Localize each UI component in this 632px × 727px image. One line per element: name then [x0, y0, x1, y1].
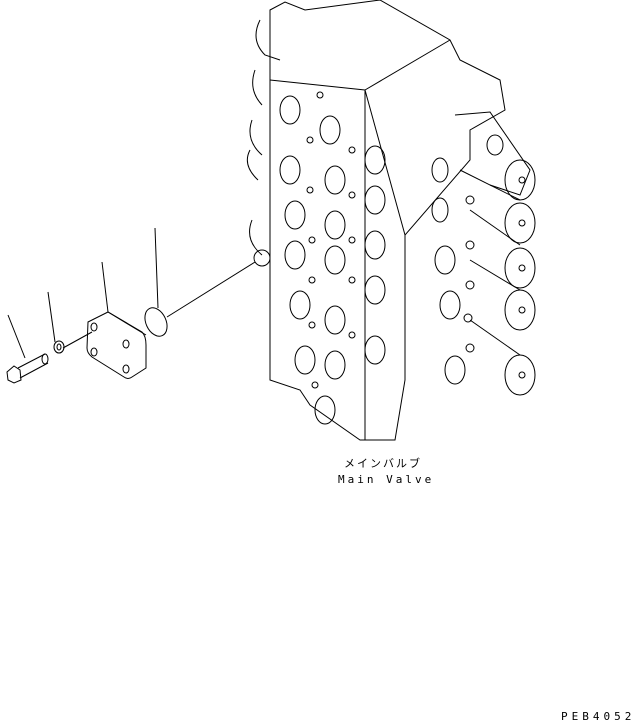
- washer-part: [53, 340, 65, 354]
- part-name-english: Main Valve: [338, 473, 435, 486]
- main-valve-part: [246, 0, 536, 441]
- valve-ports: [279, 91, 386, 425]
- o-ring-part: [144, 307, 168, 337]
- leader-lines: [7, 227, 256, 359]
- drawing-code: PEB4052: [561, 710, 632, 723]
- bolt-part: [6, 353, 49, 384]
- cover-plate-part: [86, 311, 147, 379]
- part-name-japanese: メインバルブ: [344, 457, 422, 470]
- spool-caps: [431, 111, 536, 396]
